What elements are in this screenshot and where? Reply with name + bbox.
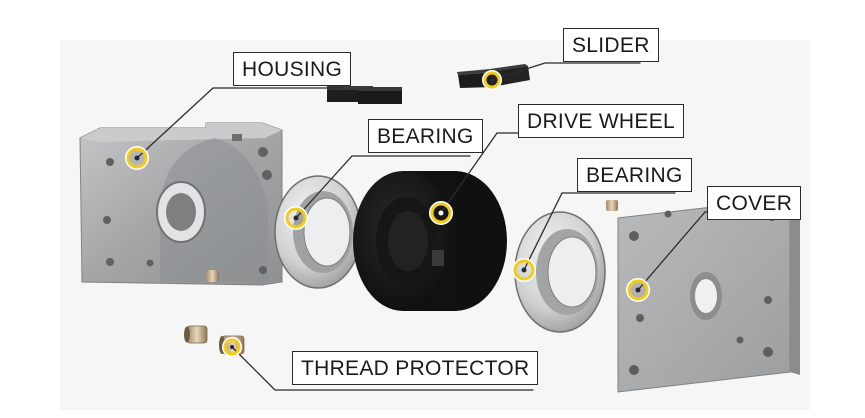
callout-marker-bearing-left	[284, 206, 308, 230]
label-slider: SLIDER	[563, 28, 659, 62]
bearing-left-part	[274, 175, 362, 289]
leader-line-bearing-right	[523, 192, 676, 271]
callout-marker-bearing-right	[512, 258, 536, 282]
label-drive-wheel: DRIVE WHEEL	[518, 104, 684, 138]
label-housing: HOUSING	[233, 52, 352, 86]
callout-marker-slider	[482, 70, 502, 90]
housing-part	[79, 122, 283, 286]
callout-marker-drive-wheel	[429, 201, 453, 225]
callout-marker-thread-protector	[222, 337, 242, 357]
callout-marker-housing	[125, 146, 149, 170]
leader-line-bearing-left	[295, 155, 471, 219]
leader-line-slider	[491, 62, 641, 81]
leader-line-thread-protector	[231, 346, 534, 391]
drive-wheel-part	[353, 171, 507, 311]
set-screw	[206, 200, 618, 282]
label-thread-protector: THREAD PROTECTOR	[292, 351, 539, 385]
callout-marker-cover	[626, 278, 650, 302]
cover-part	[617, 197, 800, 393]
slider-part-left	[327, 86, 402, 104]
bearing-right-part	[514, 211, 606, 333]
label-bearing-left: BEARING	[368, 119, 483, 153]
label-bearing-right: BEARING	[577, 158, 692, 192]
leader-line-housing	[136, 87, 344, 159]
label-cover: COVER	[707, 186, 802, 220]
